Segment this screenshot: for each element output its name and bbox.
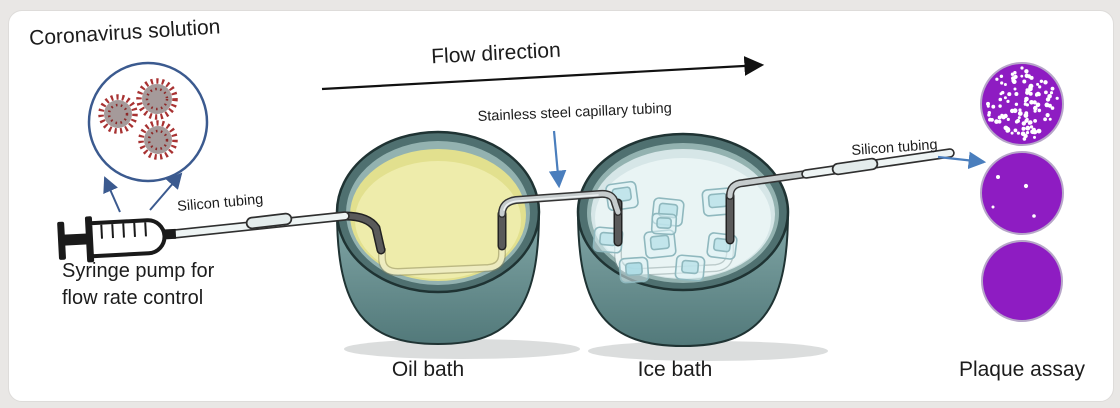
label-ice-bath: Ice bath (637, 358, 713, 381)
capillary-submerged-oil (379, 246, 505, 275)
plaque-assay-dishes (980, 62, 1064, 322)
plaque-dish (981, 240, 1063, 322)
ice-cube (650, 212, 678, 236)
label-plaque-assay: Plaque assay (958, 358, 1086, 381)
virus-particle (138, 120, 178, 160)
ice-bath-shadow (588, 341, 828, 361)
syringe-graduations (100, 222, 147, 239)
flow-direction-arrow (321, 56, 765, 91)
magnifier-circle (87, 61, 209, 183)
coronavirus-callout (87, 61, 209, 213)
syringe-nozzle (162, 228, 177, 240)
syringe-plunger-handle (57, 221, 66, 260)
ice-bath (576, 132, 790, 348)
stainless-capillary-tubing (498, 170, 810, 218)
plaque-dish (980, 151, 1064, 235)
virus-particle (98, 94, 138, 134)
callout-line-left (103, 176, 121, 213)
label-syringe-pump: Syringe pump for flow rate control (62, 258, 214, 312)
callout-line-right (149, 172, 183, 211)
virus-particles (98, 78, 178, 160)
syringe-plunger-rod (63, 233, 91, 246)
ice-cube (674, 254, 706, 282)
label-syringe-pump-line1: Syringe pump for (62, 260, 215, 282)
plaque-dots (991, 175, 1036, 218)
plaque-dish (980, 62, 1064, 146)
ice-cube (618, 256, 650, 284)
oil-liquid (355, 161, 521, 279)
virus-particle (136, 78, 178, 120)
oil-bath (335, 130, 541, 346)
plaque-pointer-arrow (937, 151, 987, 170)
label-syringe-pump-line2: flow rate control (62, 287, 204, 309)
silicon-tubing-left (169, 211, 350, 239)
syringe-pump (57, 216, 177, 263)
capillary-pointer-arrow (548, 130, 567, 189)
oil-bath-shadow (344, 339, 580, 359)
plaque-dots (986, 66, 1059, 141)
silicon-tubing-right (801, 148, 955, 179)
label-oil-bath: Oil bath (391, 358, 465, 381)
